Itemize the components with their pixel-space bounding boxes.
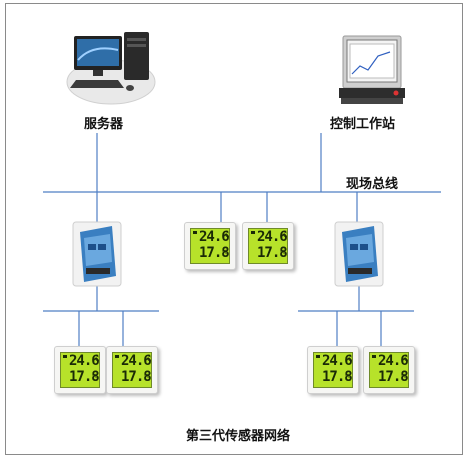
io-module-left-icon [72, 221, 122, 287]
temp-humidity-sensor: 24.6 °C 17.8 % [307, 346, 359, 394]
sensor-indicator-icon [63, 355, 67, 358]
temperature-value: 24.6 [69, 353, 100, 369]
workstation-computer-icon [339, 35, 405, 104]
sensor-indicator-icon [193, 231, 197, 234]
sensor-display: 24.6 °C 17.8 % [112, 352, 152, 388]
sensor-indicator-icon [372, 355, 376, 358]
humidity-unit: % [401, 373, 407, 380]
sensor-display: 24.6 °C 17.8 % [369, 352, 409, 388]
humidity-unit: % [222, 249, 228, 256]
sensor-indicator-icon [251, 231, 255, 234]
temperature-unit: °C [222, 232, 230, 239]
humidity-value: 17.8 [257, 245, 288, 261]
temperature-value: 24.6 [121, 353, 152, 369]
temperature-unit: °C [144, 356, 152, 363]
humidity-value: 17.8 [121, 369, 152, 385]
temperature-unit: °C [401, 356, 409, 363]
humidity-value: 17.8 [199, 245, 230, 261]
temperature-value: 24.6 [257, 229, 288, 245]
temperature-value: 24.6 [322, 353, 353, 369]
temperature-unit: °C [92, 356, 100, 363]
humidity-value: 17.8 [378, 369, 409, 385]
temp-humidity-sensor: 24.6 °C 17.8 % [242, 222, 294, 270]
temperature-value: 24.6 [378, 353, 409, 369]
humidity-unit: % [92, 373, 98, 380]
humidity-unit: % [144, 373, 150, 380]
fieldbus-label: 现场总线 [346, 177, 399, 192]
temperature-value: 24.6 [199, 229, 230, 245]
sensor-display: 24.6 °C 17.8 % [60, 352, 100, 388]
io-module-right-icon [334, 221, 384, 287]
humidity-unit: % [280, 249, 286, 256]
sensor-display: 24.6 °C 17.8 % [248, 228, 288, 264]
diagram-frame [5, 3, 463, 455]
humidity-value: 17.8 [69, 369, 100, 385]
sensor-indicator-icon [316, 355, 320, 358]
sensor-display: 24.6 °C 17.8 % [313, 352, 353, 388]
workstation-label: 控制工作站 [330, 117, 396, 132]
caption-label: 第三代传感器网络 [186, 429, 291, 444]
sensor-indicator-icon [115, 355, 119, 358]
server-label: 服务器 [84, 117, 124, 132]
temp-humidity-sensor: 24.6 °C 17.8 % [363, 346, 415, 394]
temp-humidity-sensor: 24.6 °C 17.8 % [106, 346, 158, 394]
temperature-unit: °C [280, 232, 288, 239]
server-computer-icon [66, 32, 156, 105]
humidity-unit: % [345, 373, 351, 380]
sensor-display: 24.6 °C 17.8 % [190, 228, 230, 264]
temperature-unit: °C [345, 356, 353, 363]
temp-humidity-sensor: 24.6 °C 17.8 % [184, 222, 236, 270]
humidity-value: 17.8 [322, 369, 353, 385]
temp-humidity-sensor: 24.6 °C 17.8 % [54, 346, 106, 394]
